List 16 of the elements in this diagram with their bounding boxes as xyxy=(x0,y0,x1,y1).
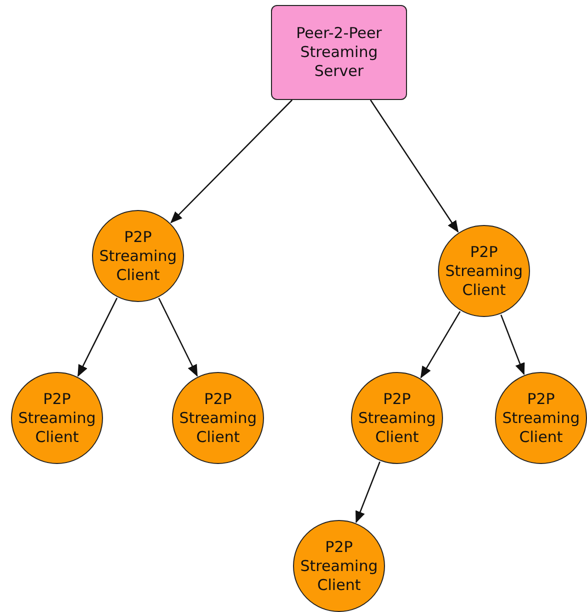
arrow xyxy=(77,298,118,377)
node-label: P2P Streaming Client xyxy=(445,242,523,300)
arrow xyxy=(370,100,459,233)
node-label: P2P Streaming Client xyxy=(179,390,257,446)
arrow xyxy=(500,314,525,376)
node-label: P2P Streaming Client xyxy=(18,390,96,446)
arrow xyxy=(356,462,380,524)
node-label: P2P Streaming Client xyxy=(300,538,378,594)
node-label: Peer-2-Peer Streaming Server xyxy=(295,24,383,81)
node-label: P2P Streaming Client xyxy=(99,228,177,284)
arrow xyxy=(158,298,198,377)
arrow xyxy=(170,100,293,224)
node-label: P2P Streaming Client xyxy=(502,390,580,446)
server-box xyxy=(271,5,407,100)
node-label: P2P Streaming Client xyxy=(358,390,436,446)
arrow xyxy=(420,311,461,378)
